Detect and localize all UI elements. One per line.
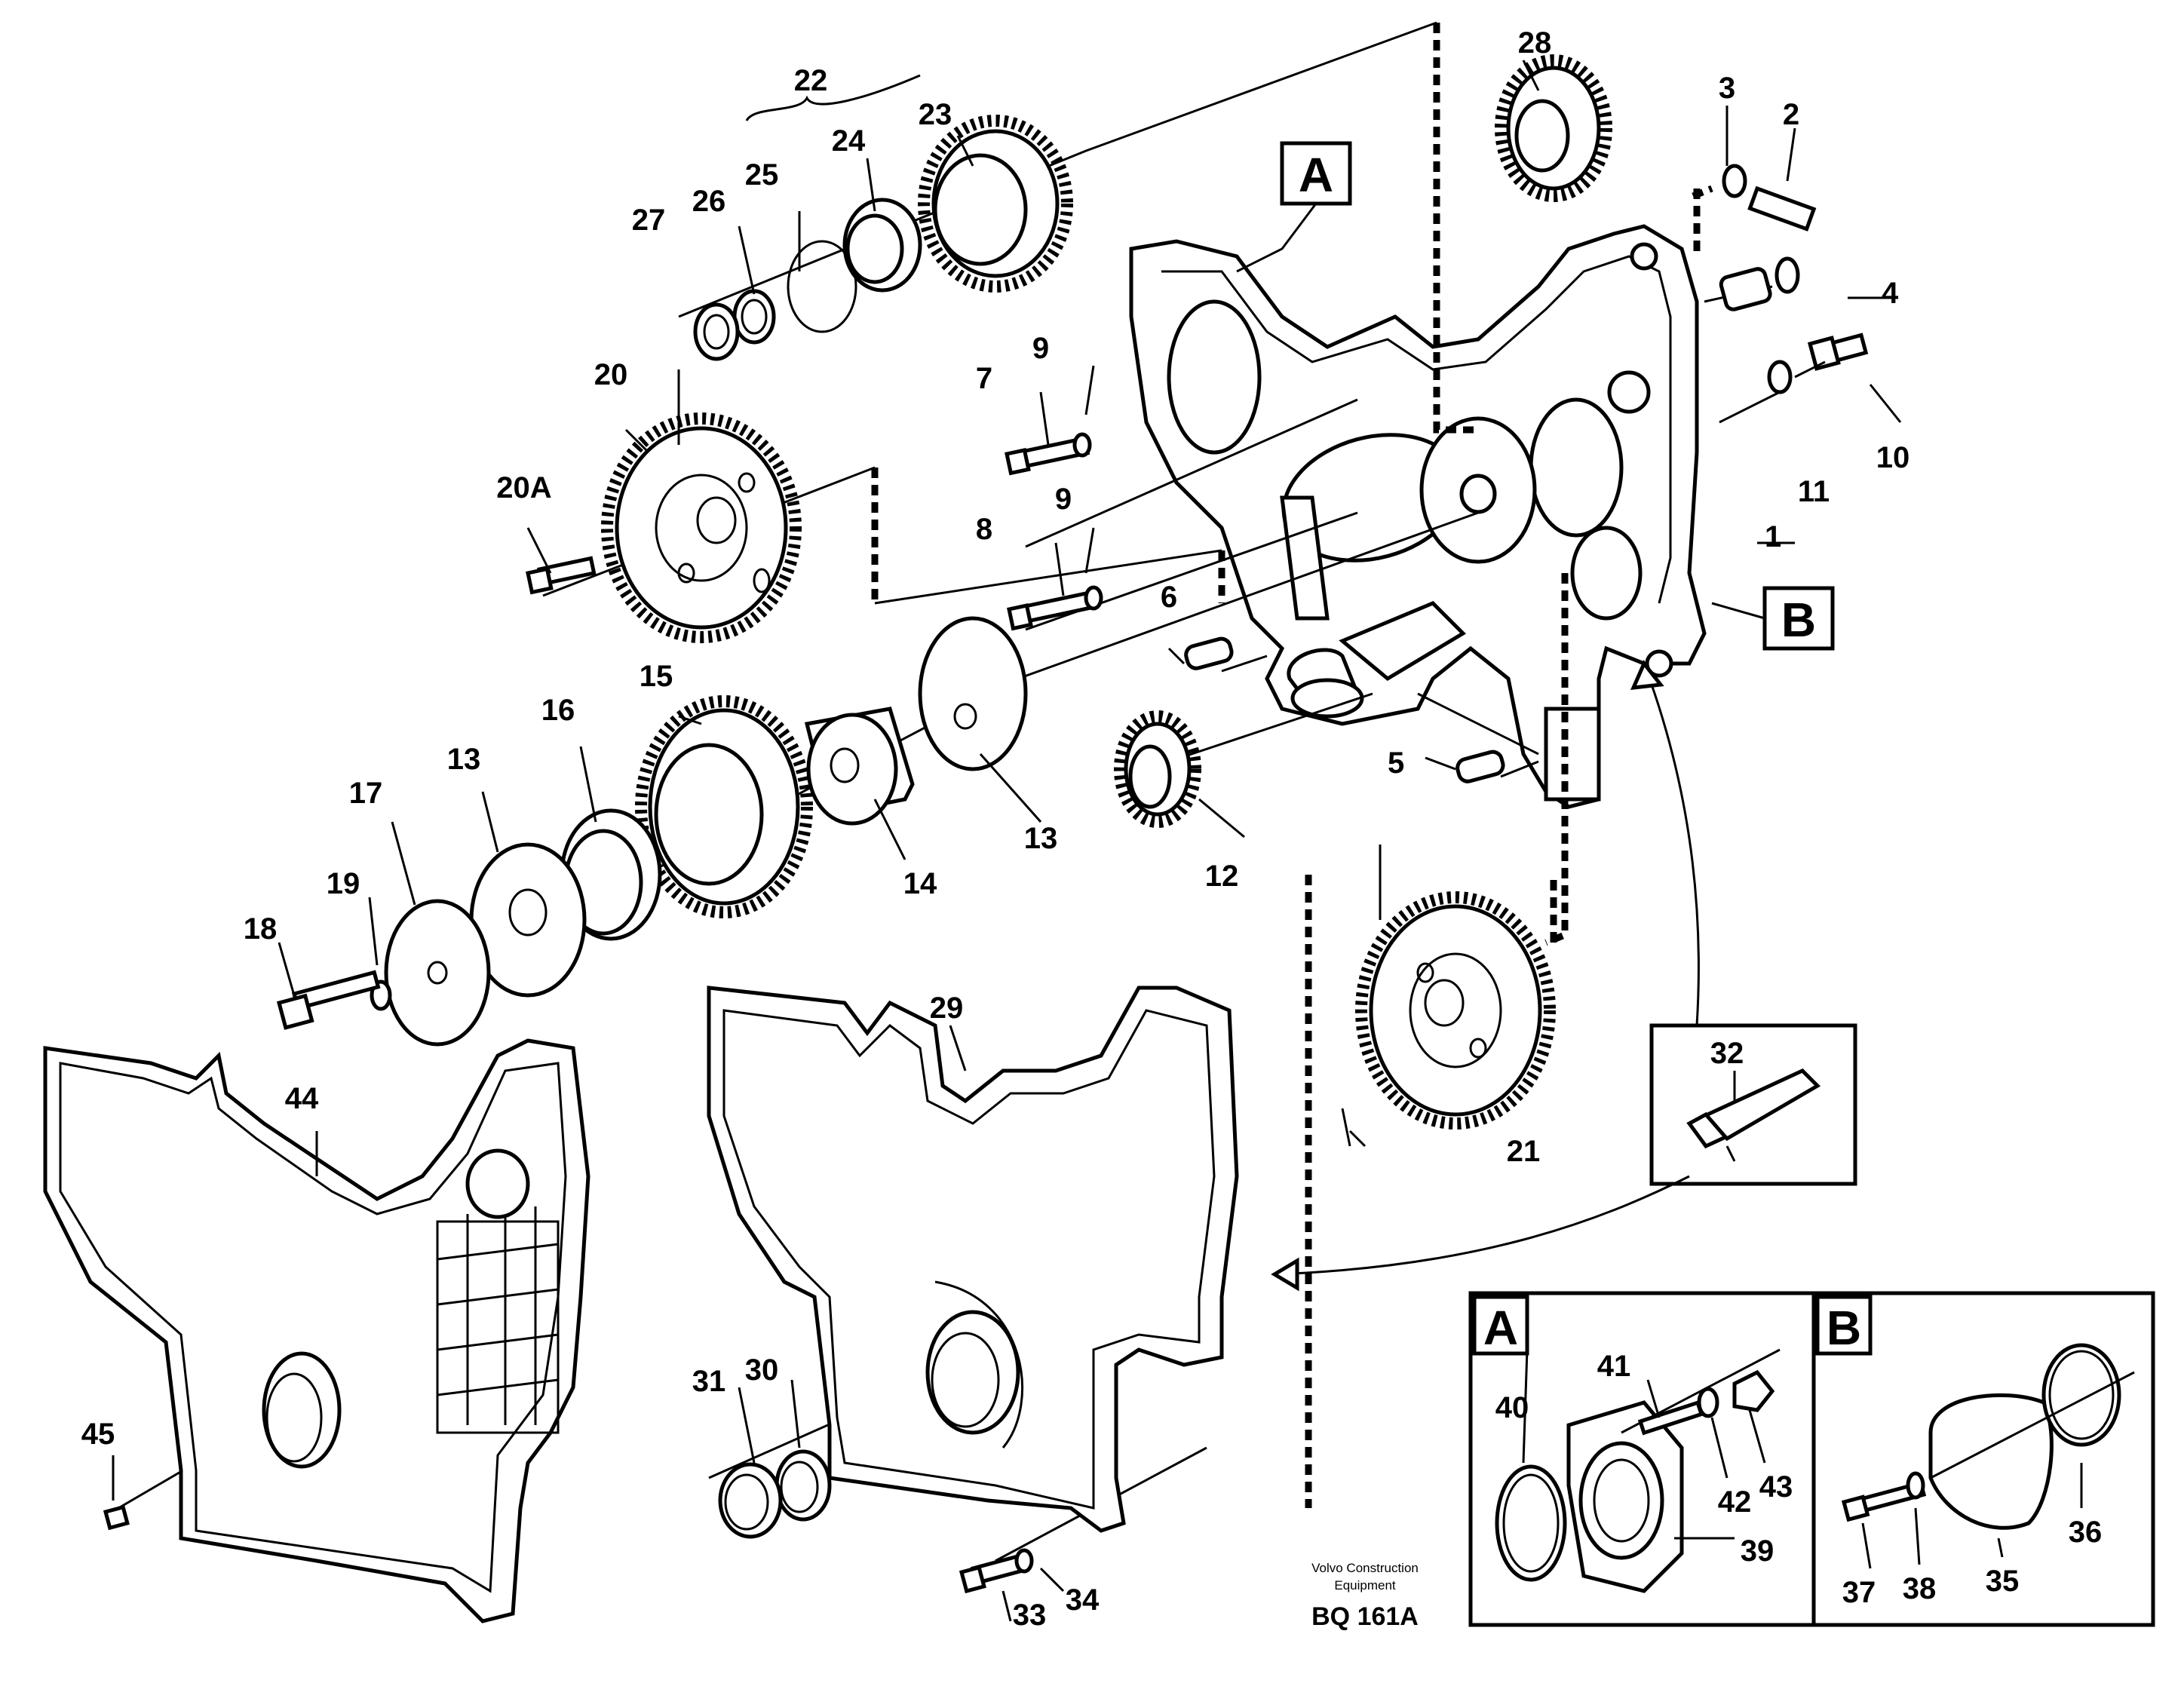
callout-39: 39 [1741, 1534, 1774, 1568]
callout-11: 11 [1798, 475, 1830, 508]
callout-2: 2 [1783, 98, 1799, 131]
callout-28: 28 [1518, 26, 1552, 60]
callout-42: 42 [1718, 1485, 1752, 1519]
hub-parts [276, 616, 1028, 1047]
callout-4: 4 [1882, 277, 1899, 310]
section-flag-a: A [1236, 141, 1352, 273]
callout-16: 16 [541, 694, 575, 727]
camshaft-gear [601, 412, 802, 643]
callout-9-upper: 9 [1032, 332, 1049, 365]
timing-gear-housing [1129, 224, 1707, 809]
section-flag-b: B [1711, 586, 1835, 651]
oil-pump-gear [1114, 710, 1201, 828]
callout-27: 27 [632, 204, 666, 237]
locator-dashed-lines [871, 23, 1713, 1508]
seal-rings [103, 1449, 1034, 1594]
detail-panel-a-title: A [1483, 1301, 1518, 1355]
callout-leaders [112, 60, 2083, 1622]
fasteners [526, 164, 1869, 783]
idler-gear-assembly [693, 115, 1073, 361]
drawing-credit: Volvo Construction Equipment BQ 161A [1311, 1561, 1419, 1631]
callout-10: 10 [1876, 441, 1910, 474]
callout-38: 38 [1903, 1572, 1937, 1605]
drawing-code: BQ 161A [1311, 1602, 1419, 1631]
callout-19: 19 [327, 867, 360, 900]
sealant-callout [1271, 660, 1857, 1292]
callout-32: 32 [1710, 1037, 1744, 1070]
callout-34: 34 [1066, 1583, 1100, 1617]
callout-13-right: 13 [1024, 822, 1058, 855]
callout-23: 23 [919, 98, 952, 131]
crankshaft-gear-top [1495, 54, 1612, 202]
callout-43: 43 [1759, 1470, 1793, 1504]
callout-40: 40 [1495, 1391, 1529, 1424]
callout-20: 20 [594, 358, 628, 391]
section-flag-b-label: B [1781, 593, 1816, 647]
callout-20A: 20A [496, 471, 551, 504]
callout-44: 44 [285, 1082, 319, 1115]
callout-24: 24 [832, 124, 866, 158]
callout-29: 29 [930, 992, 964, 1025]
callout-41: 41 [1597, 1350, 1631, 1383]
callout-26: 26 [692, 185, 726, 218]
callout-7: 7 [976, 362, 992, 395]
timing-cover [43, 1038, 590, 1623]
callout-37: 37 [1842, 1576, 1876, 1609]
front-cover-gasket [707, 986, 1239, 1533]
callout-13-left: 13 [447, 743, 481, 776]
section-flag-a-label: A [1299, 148, 1333, 202]
callout-30: 30 [745, 1353, 779, 1387]
callout-35: 35 [1986, 1565, 2020, 1598]
callout-12: 12 [1205, 860, 1239, 893]
callout-17: 17 [349, 777, 383, 810]
callout-25: 25 [745, 158, 779, 192]
credit-line-1: Volvo Construction [1311, 1561, 1419, 1575]
callout-8: 8 [976, 513, 992, 546]
detail-panel-b: B [1811, 1291, 2155, 1627]
callout-14: 14 [903, 867, 937, 900]
callout-21: 21 [1507, 1135, 1541, 1168]
callout-3: 3 [1719, 72, 1735, 105]
fuel-pump-gear [1355, 891, 1556, 1130]
callout-6: 6 [1161, 581, 1177, 614]
callout-18: 18 [244, 912, 278, 946]
credit-line-2: Equipment [1334, 1578, 1396, 1593]
callout-45: 45 [81, 1418, 115, 1451]
callout-31: 31 [692, 1365, 726, 1398]
idler-gear-front [635, 695, 813, 918]
detail-panel-b-title: B [1827, 1301, 1861, 1355]
callout-1: 1 [1765, 520, 1781, 553]
callout-numbers: 1 2 3 4 5 6 7 8 9 9 10 11 12 13 13 14 15… [81, 26, 2103, 1632]
callout-36: 36 [2069, 1516, 2103, 1549]
callout-9-lower: 9 [1055, 483, 1072, 516]
callout-33: 33 [1013, 1599, 1047, 1632]
callout-15: 15 [640, 660, 673, 693]
detail-panel-a: A [1468, 1291, 1816, 1627]
callout-5: 5 [1388, 746, 1404, 780]
callout-22: 22 [794, 64, 828, 97]
